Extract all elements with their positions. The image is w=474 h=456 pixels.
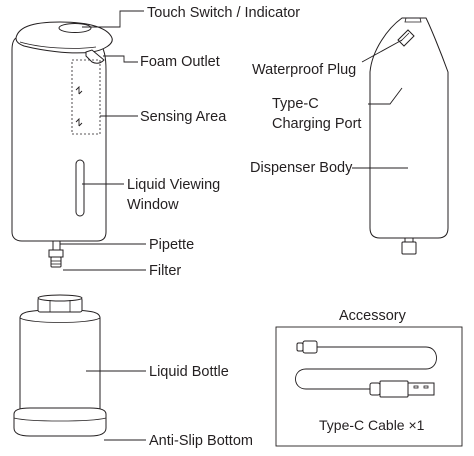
label-dispenser-body: Dispenser Body [250,160,353,176]
label-anti-slip: Anti-Slip Bottom [149,433,253,449]
label-waterproof-plug: Waterproof Plug [252,62,356,78]
accessory-title: Accessory [339,308,407,324]
dispenser-back-view [369,17,449,255]
label-liquid-bottle: Liquid Bottle [149,364,229,380]
sensing-area-box [71,59,101,135]
label-touch-switch: Touch Switch / Indicator [147,5,300,21]
label-sensing-area: Sensing Area [140,109,227,125]
liquid-bottle-illustration [13,294,107,437]
label-liquid-window-line1: Liquid Viewing [127,177,220,193]
label-filter: Filter [149,263,181,279]
label-typec-port-line2: Charging Port [272,116,361,132]
label-foam-outlet: Foam Outlet [140,54,220,70]
label-liquid-window-line2: Window [127,197,179,213]
label-typec-port-line1: Type-C [272,96,319,112]
cable-label: Type-C Cable ×1 [319,417,425,433]
label-pipette: Pipette [149,237,194,253]
dispenser-front-view [11,21,113,268]
typec-cable-illustration [295,340,437,398]
